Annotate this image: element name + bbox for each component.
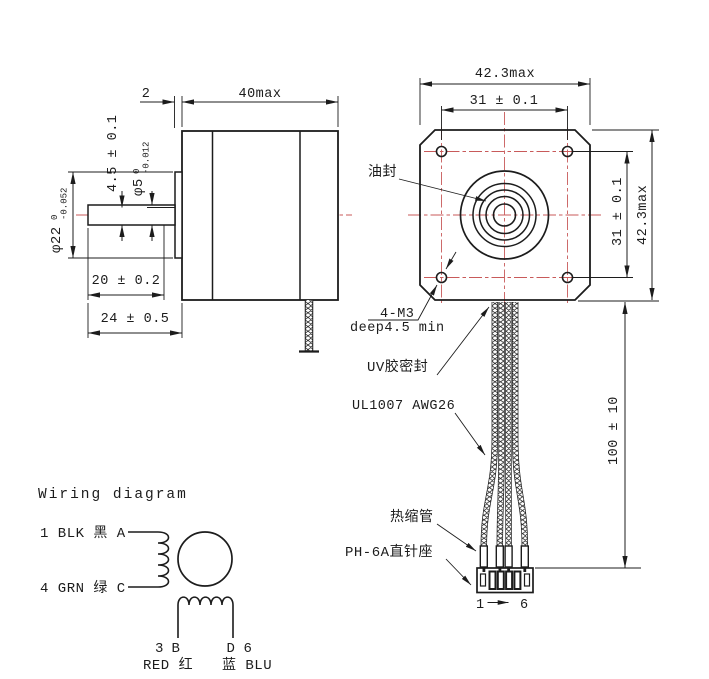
phase-c-label: 4 GRN 绿 C (40, 580, 126, 597)
mounting-hole-arrow (445, 251, 457, 270)
cable-leaders (436, 306, 509, 605)
connector-body (476, 567, 534, 594)
pilot-dia-tol-lower: -0.052 (60, 188, 70, 220)
dim-text-height: 42.3max (636, 185, 651, 245)
wiring-diagram-title: Wiring diagram (38, 487, 188, 503)
crimp-pin (482, 565, 486, 572)
wire-1-braid (481, 302, 498, 548)
connector-label: PH-6A直针座 (345, 543, 433, 561)
side-view (87, 130, 339, 353)
heat-shrink-tube (479, 545, 488, 568)
dim-text-body-length: 40max (238, 87, 281, 102)
dim-text-front-length: 24 ± 0.5 (101, 312, 170, 327)
pin3-label: 3 (155, 641, 164, 657)
shaft-dia-base: φ5 (131, 178, 147, 196)
mounting-hole-top-right (561, 145, 574, 158)
terminal-b-label: B (172, 641, 181, 657)
oil-seal-leader (398, 178, 487, 202)
shaft-circle (492, 203, 517, 227)
side-view-dimensions (68, 96, 339, 338)
oil-seal-outer-circle (472, 182, 537, 248)
dim-text-cable-length: 100 ± 10 (607, 396, 622, 465)
red-wire-label: RED 红 (143, 657, 193, 674)
mounting-hole-bottom-right (561, 271, 574, 284)
crimp-pin (523, 565, 527, 572)
pilot-dia-base: φ22 (49, 226, 65, 253)
pilot-dia-tol-upper: 0 (50, 215, 60, 220)
connector-slots (488, 570, 522, 590)
crimp-pins (482, 565, 527, 572)
dim-text-flat: 4.5 ± 0.1 (106, 115, 121, 192)
dim-text-boss-thickness: 2 (142, 87, 151, 102)
front-view (419, 129, 591, 301)
wire-spec-label: UL1007 AWG26 (352, 399, 455, 414)
pilot-boss-circle (459, 170, 550, 260)
svg-text:100 ± 10: 100 ± 10 (607, 396, 622, 465)
dim-text-shaft-dia: φ5 0 -0.012 (131, 142, 152, 196)
mounting-hole-leader (368, 284, 438, 321)
heat-shrink-leader (436, 523, 477, 552)
shaft-dia-tol-lower: -0.012 (142, 142, 152, 174)
dim-text-hole-spacing-v: 31 ± 0.1 (611, 177, 626, 246)
oil-seal-inner-circle (485, 195, 524, 235)
svg-text:4.5 ± 0.1: 4.5 ± 0.1 (106, 115, 121, 192)
crimp-pin (507, 565, 510, 572)
uv-seal-label: UV胶密封 (367, 358, 428, 376)
heat-shrink-tube (504, 545, 513, 568)
connector-key-right (523, 573, 531, 587)
connector-leader (445, 558, 472, 586)
coil-a-c (157, 531, 170, 588)
svg-text:31 ± 0.1: 31 ± 0.1 (611, 177, 626, 246)
wire-4-braid (512, 302, 528, 548)
uv-seal-leader (436, 306, 490, 376)
heat-shrink-tube (520, 545, 529, 568)
front-view-leaders (368, 178, 487, 321)
connector-key-left (479, 573, 487, 587)
dim-text-hole-spacing-h: 31 ± 0.1 (470, 94, 539, 109)
motor-body-outline (181, 130, 339, 301)
terminal-d-label: D (227, 641, 236, 657)
connector-slot (496, 570, 505, 590)
dim-text-width: 42.3max (475, 67, 535, 82)
crimp-pin (498, 565, 502, 572)
wire-2-braid (497, 302, 505, 548)
oil-seal-label: 油封 (368, 164, 397, 181)
flange-outline (419, 129, 591, 301)
heat-shrink-label: 热缩管 (390, 509, 434, 526)
wiring-diagram-schematic (128, 531, 234, 638)
oil-seal-mid-circle (478, 189, 531, 241)
coil-b-d (177, 596, 234, 638)
pin-first-label: 1 (476, 598, 484, 613)
pin-last-label: 6 (520, 598, 528, 613)
connector-slot (505, 570, 514, 590)
mounting-hole-top-left (435, 145, 448, 158)
pin6-label: 6 (244, 641, 253, 657)
lead-wires (480, 302, 528, 548)
mounting-label-line1: 4-M3 (380, 307, 414, 322)
dim-text-pilot-dia: φ22 0 -0.052 (49, 188, 70, 253)
wire-spec-leader (454, 412, 486, 456)
pilot-boss (174, 171, 183, 259)
blue-wire-label: 蓝 BLU (222, 657, 272, 674)
connector-slot (488, 570, 497, 590)
heat-shrink-tube (495, 545, 504, 568)
dim-text-shaft-length: 20 ± 0.2 (92, 274, 161, 289)
mounting-label-line2: deep4.5 min (350, 321, 445, 336)
front-view-dimensions (419, 78, 659, 569)
shaft-dia-tol-upper: 0 (132, 169, 142, 174)
rotor-circle (177, 531, 233, 587)
heat-shrink-tubes (479, 545, 529, 568)
connector-slot (513, 570, 522, 590)
phase-a-label: 1 BLK 黑 A (40, 526, 126, 542)
svg-text:42.3max: 42.3max (636, 185, 651, 245)
mounting-hole-bottom-left (435, 271, 448, 284)
shaft (87, 204, 176, 226)
